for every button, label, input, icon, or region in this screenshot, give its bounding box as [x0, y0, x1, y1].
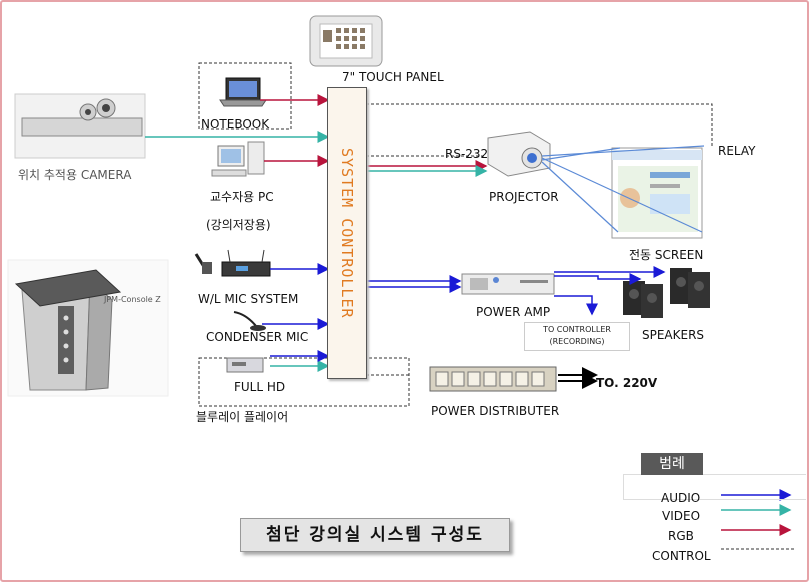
bluray-dashed-box — [198, 357, 410, 407]
full-hd-label: FULL HD — [234, 380, 286, 394]
projector-beam-top — [541, 145, 705, 157]
legend-audio-label: AUDIO — [661, 491, 701, 505]
touch-panel-label: 7" TOUCH PANEL — [342, 70, 444, 84]
title-box: 첨단 강의실 시스템 구성도 — [240, 518, 510, 552]
system-controller: SYSTEM CONTROLLER — [327, 87, 367, 379]
diagram-title: 첨단 강의실 시스템 구성도 — [266, 525, 484, 545]
rs232-label: RS-232 — [445, 147, 489, 161]
lecture-save-label: (강의저장용) — [206, 218, 271, 232]
power-amp-device — [461, 273, 555, 295]
projector-beam-bottom — [541, 161, 619, 233]
camera-label: 위치 추적용 CAMERA — [18, 168, 132, 182]
projector-beam-left — [541, 147, 621, 161]
bluray-device — [226, 357, 264, 373]
touch-panel-device — [309, 15, 383, 67]
screen-device — [611, 147, 703, 239]
audio-arrow-recording — [554, 295, 598, 316]
power-amp-label: POWER AMP — [476, 305, 551, 319]
recording-label: (RECORDING) — [549, 337, 605, 346]
to-220v-label: TO. 220V — [596, 376, 658, 390]
projector-label: PROJECTOR — [489, 190, 559, 204]
control-line-relay — [366, 103, 713, 148]
notebook-device — [219, 77, 267, 107]
condenser-mic-device — [233, 311, 266, 331]
legend-control-label: CONTROL — [652, 549, 711, 563]
wl-mic-label: W/L MIC SYSTEM — [198, 292, 299, 306]
pc-device — [211, 141, 265, 177]
screen-label: 전동 SCREEN — [629, 248, 704, 262]
power-distributer-device — [429, 366, 557, 392]
console-label: JPM-Console Z — [104, 295, 161, 304]
lecture-console — [7, 259, 169, 397]
camera-device — [14, 93, 146, 159]
audio-arrow-speaker-1 — [554, 273, 642, 285]
legend-title: 범례 — [641, 453, 703, 475]
projector-device — [487, 131, 551, 177]
projector-beam-right — [541, 157, 703, 233]
speakers-label: SPEAKERS — [642, 328, 705, 342]
legend-rgb-label: RGB — [668, 529, 694, 543]
wireless-mic-device — [194, 249, 271, 277]
condenser-mic-label: CONDENSER MIC — [206, 330, 309, 344]
to-controller-label: TO CONTROLLER — [543, 325, 611, 334]
legend-video-label: VIDEO — [662, 509, 701, 523]
professor-pc-label: 교수자용 PC — [210, 190, 274, 204]
power-distributer-label: POWER DISTRIBUTER — [431, 404, 560, 418]
legend-box — [623, 474, 806, 500]
system-controller-label: SYSTEM CONTROLLER — [338, 147, 356, 319]
recording-box: TO CONTROLLER (RECORDING) — [524, 322, 630, 351]
bluray-label: 블루레이 플레이어 — [196, 410, 289, 424]
notebook-label: NOTEBOOK — [201, 117, 270, 131]
relay-label: RELAY — [718, 144, 756, 158]
speakers-device — [623, 268, 710, 318]
notebook-dashed-box — [198, 62, 292, 130]
